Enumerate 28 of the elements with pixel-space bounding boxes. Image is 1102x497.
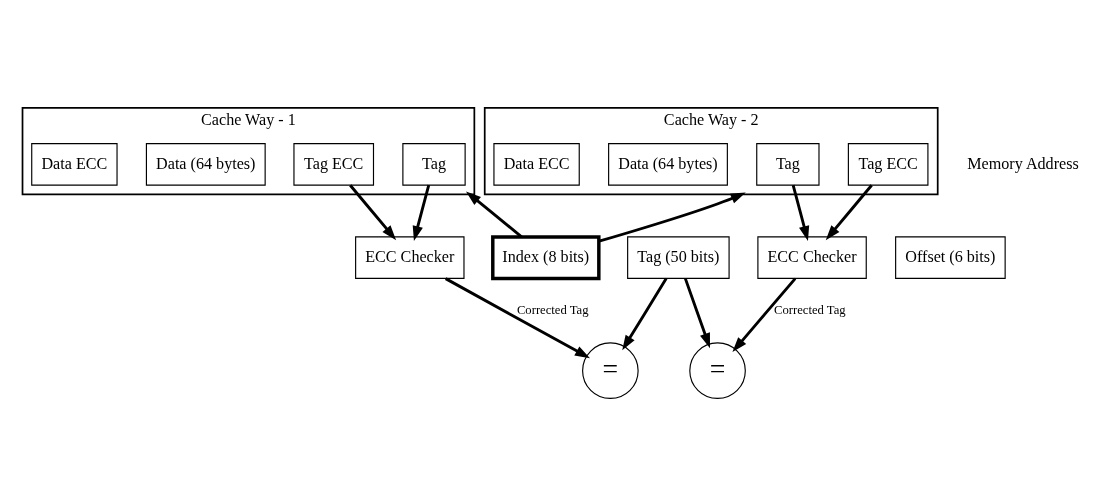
node-box: Tag (50 bits) — [627, 236, 730, 279]
arrow — [825, 184, 873, 241]
node-box: ECC Checker — [757, 236, 867, 279]
arrow — [732, 277, 797, 353]
arrow — [412, 184, 431, 241]
node-circle: = — [689, 342, 746, 399]
node-box: Index (8 bits) — [491, 235, 601, 281]
edge-label: Corrected Tag — [773, 302, 846, 317]
node-box: ECC Checker — [355, 236, 465, 279]
node-box: Offset (6 bits) — [895, 236, 1006, 279]
arrow — [598, 192, 746, 243]
node-box: Data (64 bytes) — [145, 143, 266, 186]
arrow — [444, 277, 590, 359]
label: Memory Address — [967, 154, 1079, 172]
arrow — [622, 277, 668, 351]
node-box: Tag ECC — [293, 143, 375, 186]
node-box: Tag — [402, 143, 466, 186]
edge-label: Corrected Tag — [516, 302, 589, 317]
node-box: Data ECC — [493, 143, 580, 186]
arrow — [684, 278, 710, 349]
node-box: Data (64 bytes) — [608, 143, 728, 186]
arrow — [349, 184, 397, 241]
node-box: Data ECC — [31, 143, 118, 186]
node-box: Tag ECC — [847, 143, 929, 186]
arrow — [466, 191, 523, 238]
arrow — [791, 184, 810, 241]
node-circle: = — [582, 342, 639, 399]
node-box: Tag — [756, 143, 820, 186]
